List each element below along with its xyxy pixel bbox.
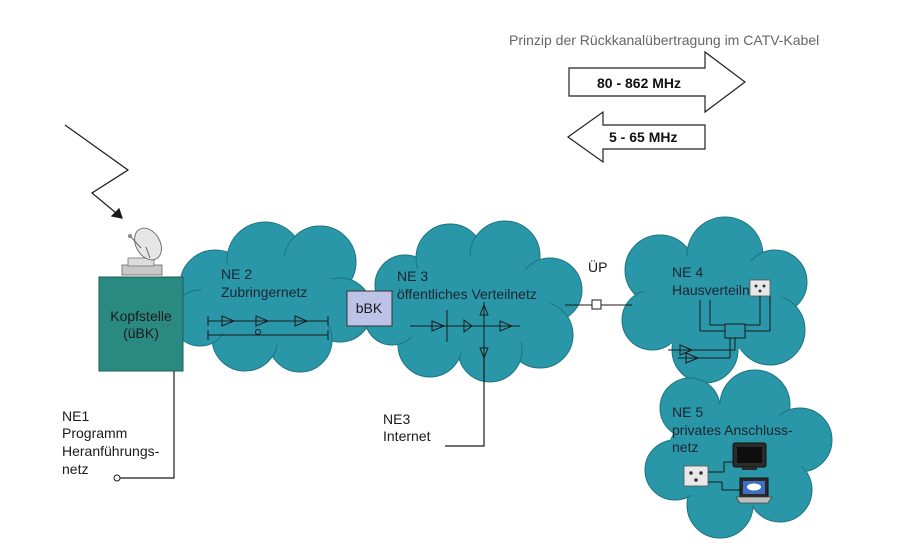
kopfstelle-box <box>98 276 184 372</box>
satellite-dish-icon <box>121 227 163 276</box>
computer-icon <box>735 477 773 504</box>
wall-socket-icon <box>749 279 771 297</box>
ne1-label: NE1 <box>62 408 89 424</box>
bbk-box <box>346 290 393 327</box>
upstream-frequency-label: 5 - 65 MHz <box>609 129 677 145</box>
ne5-description-cont: netz <box>672 439 698 455</box>
ne3-label: NE 3 <box>397 268 428 284</box>
ne3-cloud <box>364 220 583 383</box>
bbk-label: bBK <box>356 300 383 316</box>
ne2-label: NE 2 <box>221 266 252 282</box>
ne3-internet-label: NE3 <box>383 411 410 427</box>
ne2-description: Zubringernetz <box>221 284 307 300</box>
amplifier-icon <box>668 296 771 364</box>
ne4-description: Hausverteilnetz <box>672 282 769 298</box>
splitter-icon <box>410 302 520 360</box>
tv-icon <box>732 442 767 470</box>
ne1-line2: Programm <box>62 425 127 441</box>
ne3-description: öffentliches Verteilnetz <box>397 286 537 302</box>
up-label: ÜP <box>588 258 607 275</box>
ne4-cloud <box>621 216 808 384</box>
ne3-internet-description: Internet <box>383 428 431 444</box>
ne5-description: privates Anschluss- <box>672 422 793 438</box>
ne4-label: NE 4 <box>672 264 703 280</box>
lightning-signal-icon <box>64 124 130 219</box>
kopfstelle-label: Kopfstelle <box>110 308 172 324</box>
diagram-title: Prinzip der Rückkanalübertragung im CATV… <box>509 32 819 48</box>
ne1-line3: Heranführungs- <box>62 443 160 459</box>
ne1-line4: netz <box>62 461 88 477</box>
wall-socket-icon <box>683 465 709 487</box>
upstream-arrow: 5 - 65 MHz <box>566 110 706 164</box>
ne5-label: NE 5 <box>672 404 703 420</box>
ne2-cloud <box>171 221 373 373</box>
downstream-arrow: 80 - 862 MHz <box>568 50 746 114</box>
up-transfer-point <box>591 299 602 310</box>
amplifier-icon <box>207 315 329 340</box>
downstream-frequency-label: 80 - 862 MHz <box>597 75 681 91</box>
kopfstelle-sublabel: (üBK) <box>123 325 159 341</box>
